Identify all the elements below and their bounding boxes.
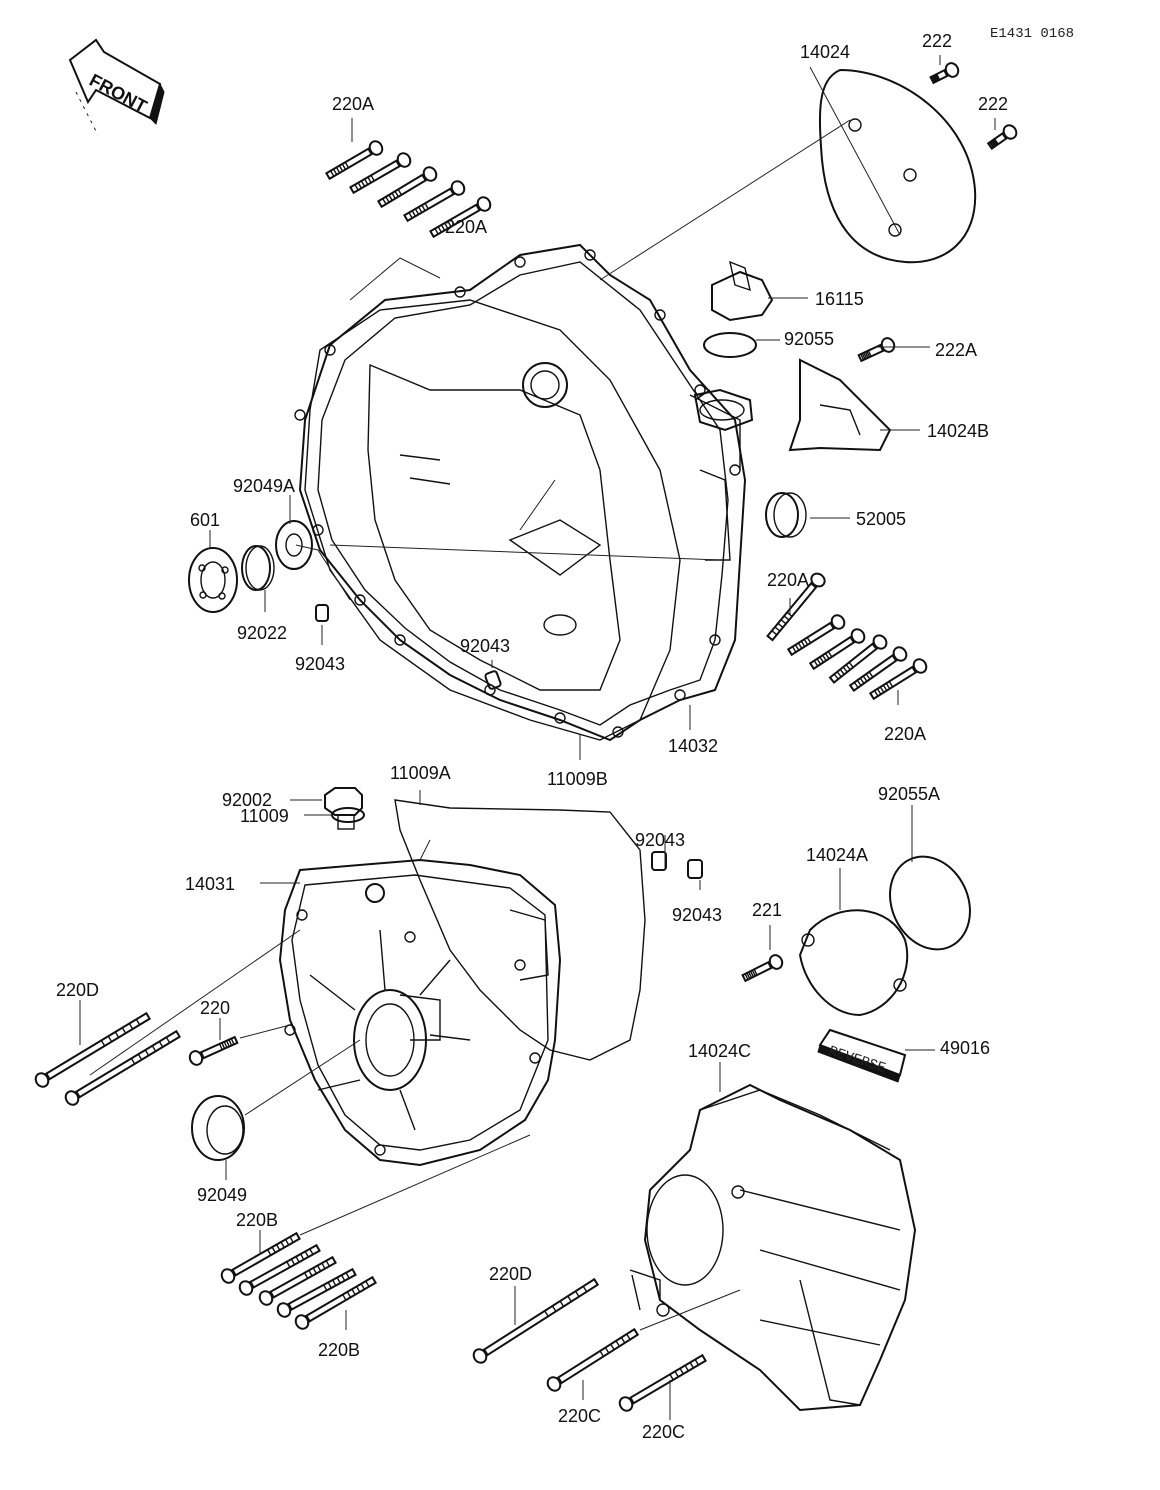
part-label-11009: 11009 xyxy=(240,806,289,826)
bolt-220A-icon xyxy=(786,614,846,657)
bolt-220A-icon xyxy=(325,140,384,181)
part-label-222: 222 xyxy=(978,94,1008,114)
part-label-92055: 92055 xyxy=(784,329,834,349)
part-label-92002: 92002 xyxy=(222,790,272,810)
drawing-code: E1431 0168 xyxy=(990,26,1074,42)
bolt-220B-icon xyxy=(220,1231,301,1284)
bolt-220A-icon xyxy=(403,180,466,223)
bracket-14024B xyxy=(788,358,892,452)
bolt-220D-icon xyxy=(34,1011,152,1088)
bolt-220A-icon xyxy=(828,634,888,684)
bolt-220A-icon xyxy=(349,152,412,195)
oil-seal-52005 xyxy=(765,492,807,538)
part-label-92022: 92022 xyxy=(237,623,287,643)
part-labels: 14024 222 222 220A 220A 16115 92055 222A… xyxy=(56,31,1008,1442)
part-label-220C: 220C xyxy=(642,1422,685,1442)
part-label-222A: 222A xyxy=(935,340,977,360)
part-label-11009B: 11009B xyxy=(547,769,608,789)
bolt-220D-icon xyxy=(472,1277,600,1364)
bolt-220A-icon xyxy=(848,646,908,693)
part-label-220B: 220B xyxy=(236,1210,278,1230)
seal-92022 xyxy=(241,545,275,591)
part-label-52005: 52005 xyxy=(856,509,906,529)
bolt-220B-icon xyxy=(238,1243,321,1296)
gasket-11009B xyxy=(304,299,681,741)
part-label-14031: 14031 xyxy=(185,874,235,894)
part-label-92055A: 92055A xyxy=(878,784,940,804)
bolt-222-icon xyxy=(929,62,960,85)
part-label-11009A: 11009A xyxy=(390,763,451,783)
front-arrow-icon: FRONT xyxy=(68,38,165,136)
part-label-220C: 220C xyxy=(558,1406,601,1426)
clutch-cover-14032 xyxy=(294,243,754,742)
bolt-220D-icon xyxy=(64,1029,182,1106)
o-ring-92055A xyxy=(889,855,971,951)
part-label-220A: 220A xyxy=(884,724,926,744)
bolt-group xyxy=(34,62,1018,1412)
part-label-16115: 16115 xyxy=(815,289,864,309)
part-label-220D: 220D xyxy=(489,1264,532,1284)
bolt-221-icon xyxy=(741,954,784,983)
leader-lines xyxy=(79,55,996,1420)
part-label-92043: 92043 xyxy=(460,636,510,656)
part-label-14024: 14024 xyxy=(800,42,850,62)
oil-seal-92049 xyxy=(191,1095,245,1161)
pulser-cover-14024 xyxy=(818,68,977,264)
part-label-92043: 92043 xyxy=(672,905,722,925)
reverse-label-plate-49016: REVERSE xyxy=(817,1028,907,1083)
cover-14024A xyxy=(798,909,909,1017)
part-label-222: 222 xyxy=(922,31,952,51)
part-label-220A: 220A xyxy=(445,217,487,237)
bolt-220B-icon xyxy=(276,1267,357,1318)
reverse-label: REVERSE xyxy=(826,1044,887,1077)
bolt-220A-icon xyxy=(808,628,866,671)
part-label-220A: 220A xyxy=(332,94,374,114)
bolt-220C-icon xyxy=(618,1353,707,1412)
part-label-92049A: 92049A xyxy=(233,476,295,496)
bolt-222A-icon xyxy=(857,337,896,363)
part-label-220A: 220A xyxy=(767,570,809,590)
part-label-14024C: 14024C xyxy=(688,1041,751,1061)
bolt-220A-icon xyxy=(868,658,928,701)
gasket-11009A xyxy=(394,799,646,1061)
part-label-92043: 92043 xyxy=(295,654,345,674)
bolt-220B-icon xyxy=(294,1275,377,1330)
part-label-92043: 92043 xyxy=(635,830,685,850)
part-label-49016: 49016 xyxy=(940,1038,990,1058)
dowel-pin-92043-c xyxy=(651,851,667,871)
bolt-220A-icon xyxy=(429,196,492,239)
dowel-pin-92043-d xyxy=(687,859,703,879)
bolt-222-icon xyxy=(986,124,1018,151)
part-label-220D: 220D xyxy=(56,980,99,1000)
part-label-221: 221 xyxy=(752,900,782,920)
bearing-601 xyxy=(188,547,238,613)
dowel-pin-92043-b xyxy=(484,670,502,690)
bolt-220-icon xyxy=(188,1035,239,1066)
part-label-14032: 14032 xyxy=(668,736,718,756)
case-cover-14031 xyxy=(278,858,562,1167)
dowel-pin-92043-a xyxy=(315,604,329,622)
o-ring-92055 xyxy=(703,332,757,358)
part-label-92049: 92049 xyxy=(197,1185,247,1205)
part-label-14024B: 14024B xyxy=(927,421,989,441)
cover-14024C xyxy=(629,1083,917,1412)
bolt-220A-icon xyxy=(766,572,826,642)
oil-seal-92049A xyxy=(275,520,313,570)
bolt-220B-icon xyxy=(258,1255,337,1306)
oil-filler-cap-16115 xyxy=(711,260,774,322)
bolt-220C-icon xyxy=(546,1327,640,1392)
part-label-601: 601 xyxy=(190,510,220,530)
part-label-14024A: 14024A xyxy=(806,845,868,865)
bolt-220A-icon xyxy=(376,166,438,209)
part-label-220B: 220B xyxy=(318,1340,360,1360)
part-label-220: 220 xyxy=(200,998,230,1018)
